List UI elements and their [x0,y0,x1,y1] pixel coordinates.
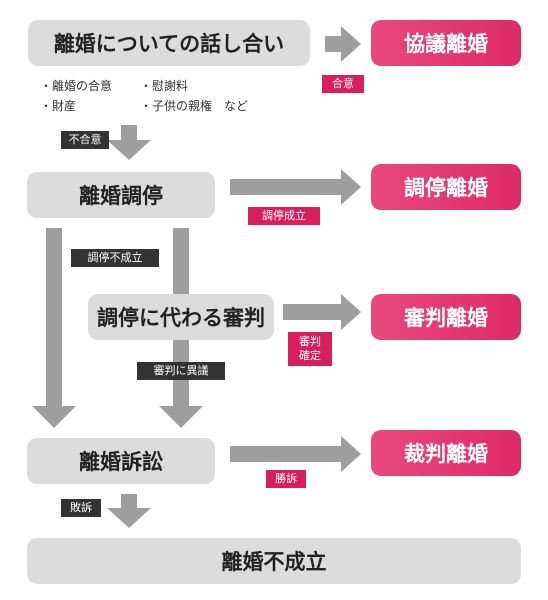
label-trial-confirmed-line2: 確定 [299,349,321,362]
label-trial-objection: 審判に異議 [137,362,225,380]
label-trial-confirmed-line1: 審判 [299,335,321,348]
node-not-established: 離婚不成立 [27,538,521,584]
node-discussion: 離婚についての話し合い [28,20,310,66]
arrow-mediation-to-lawsuit [32,228,76,428]
label-trial-confirmed: 審判 確定 [288,332,332,366]
result-trial-divorce: 審判離婚 [371,294,521,340]
topic-custody: ・子供の親権 など [140,99,249,113]
arrow-trial-to-trial-divorce [283,294,361,330]
topic-property: ・財産 [40,99,77,113]
arrow-lawsuit-to-judicial-divorce [230,436,361,472]
node-trial-in-lieu: 調停に代わる審判 [88,294,274,340]
topic-divorce-agreement: ・離婚の合意 [40,79,113,93]
node-lawsuit: 離婚訴訟 [27,438,215,484]
topic-consolation-money: ・慰謝料 [140,79,189,93]
arrow-lawsuit-to-not-established [107,494,151,528]
arrow-discussion-to-agreement [325,26,361,62]
label-lose: 敗訴 [61,499,101,517]
label-mediation-success: 調停成立 [248,207,320,225]
result-judicial-divorce: 裁判離婚 [371,430,521,476]
arrow-discussion-to-mediation [107,125,151,160]
label-mediation-fail: 調停不成立 [71,249,159,267]
arrow-trial-to-lawsuit [159,339,203,428]
arrow-mediation-to-trial [173,228,189,296]
result-agreement-divorce: 協議離婚 [371,20,521,66]
label-win: 勝訴 [266,470,306,488]
label-agree: 合意 [322,75,364,93]
node-mediation: 離婚調停 [27,172,215,218]
arrow-mediation-to-mediation-divorce [230,169,361,205]
result-mediation-divorce: 調停離婚 [371,164,521,210]
label-disagree: 不合意 [61,131,109,149]
